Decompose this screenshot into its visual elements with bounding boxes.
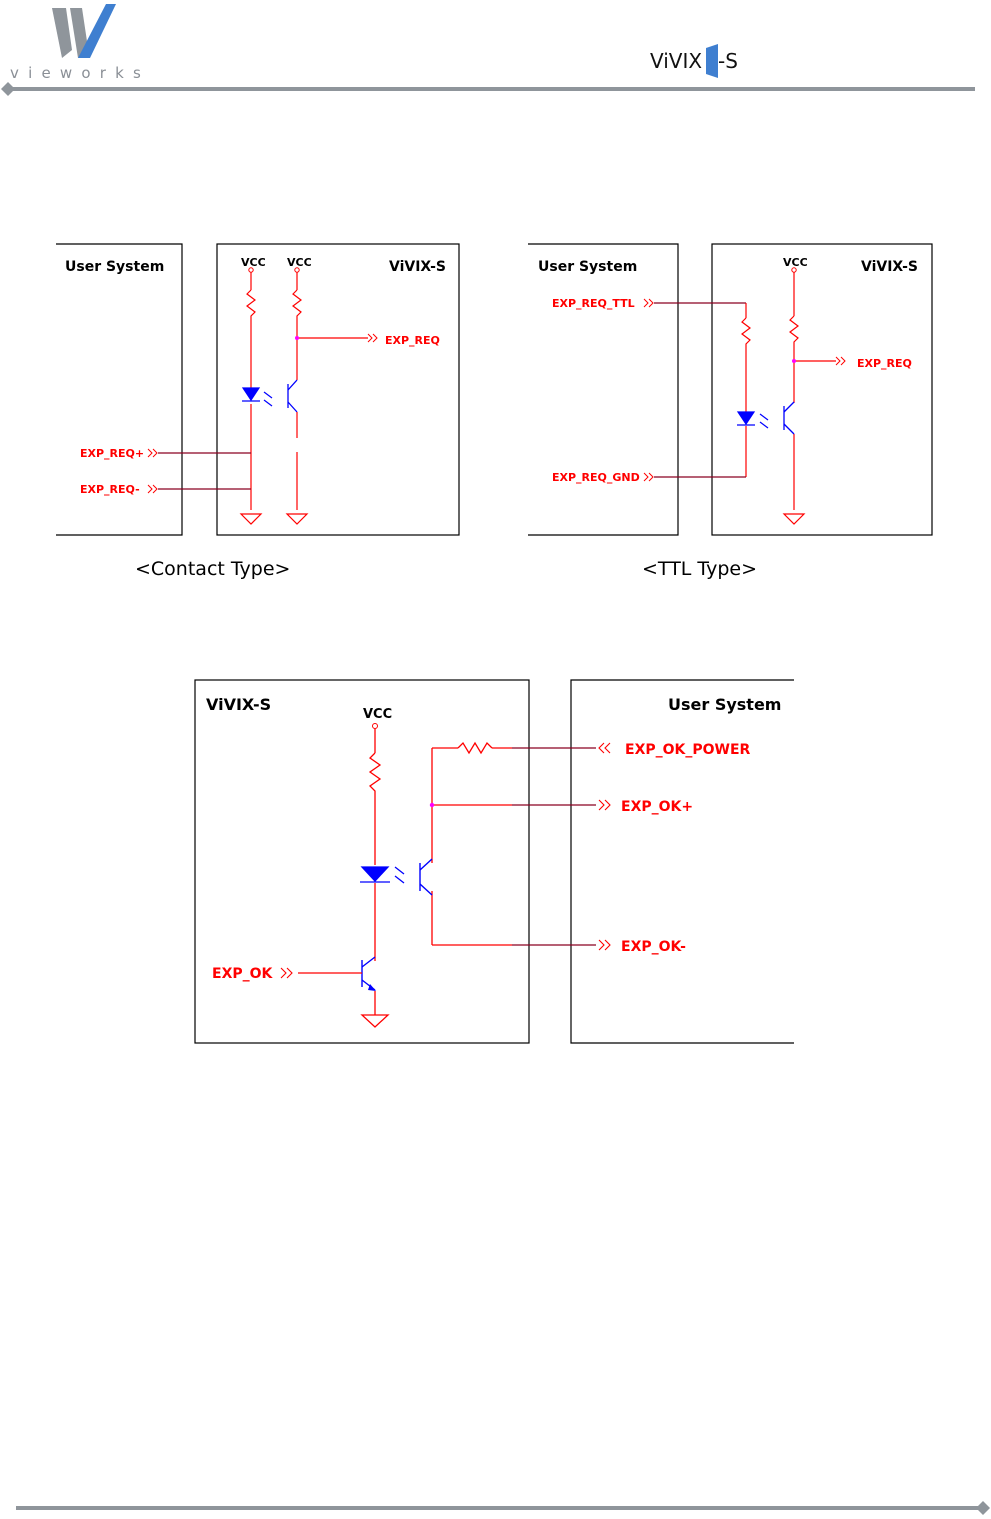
vivix-s-label: ViVIX-S [389,259,446,275]
vcc-label-1: VCC [241,256,266,269]
exp-req-output-label: EXP_REQ [857,357,912,370]
exp-req-output-label: EXP_REQ [385,334,440,347]
exp-ok-plus-label: EXP_OK+ [621,799,693,815]
exp-ok-minus-label: EXP_OK- [621,939,686,955]
user-system-box [528,244,678,535]
exp-req-plus-label: EXP_REQ+ [80,447,144,460]
exp-req-ttl-label: EXP_REQ_TTL [552,297,635,310]
contact-type-caption: <Contact Type> [135,558,290,580]
ttl-type-diagram: User System ViVIX-S VCC EXP_REQ_TTL EXP_… [522,238,942,543]
user-system-box [571,680,794,1043]
footer-divider [0,1498,991,1518]
ttl-type-caption: <TTL Type> [642,558,757,580]
user-system-label: User System [538,259,637,275]
exp-req-minus-label: EXP_REQ- [80,483,140,496]
vivix-s-product-logo: ViVIX -S [646,44,746,80]
header-divider [0,80,991,100]
vieworks-logo-mark [44,0,124,70]
vcc-label: VCC [783,256,808,269]
exp-ok-power-label: EXP_OK_POWER [625,742,751,758]
product-logo-main: ViVIX [650,49,702,73]
exp-req-gnd-label: EXP_REQ_GND [552,471,640,484]
vcc-label-2: VCC [287,256,312,269]
vivix-s-box [712,244,932,535]
vcc-label: VCC [363,707,392,722]
vivix-s-label: ViVIX-S [861,259,918,275]
vivix-s-label: ViVIX-S [206,695,271,714]
user-system-label: User System [668,695,781,714]
contact-type-diagram: User System ViVIX-S VCC VCC EXP_R [50,238,470,543]
vivix-s-box [195,680,529,1043]
product-logo-suffix: -S [718,49,738,73]
user-system-label: User System [65,259,164,275]
exp-ok-input-label: EXP_OK [212,966,274,982]
exp-ok-output-diagram: ViVIX-S User System VCC [190,675,800,1050]
